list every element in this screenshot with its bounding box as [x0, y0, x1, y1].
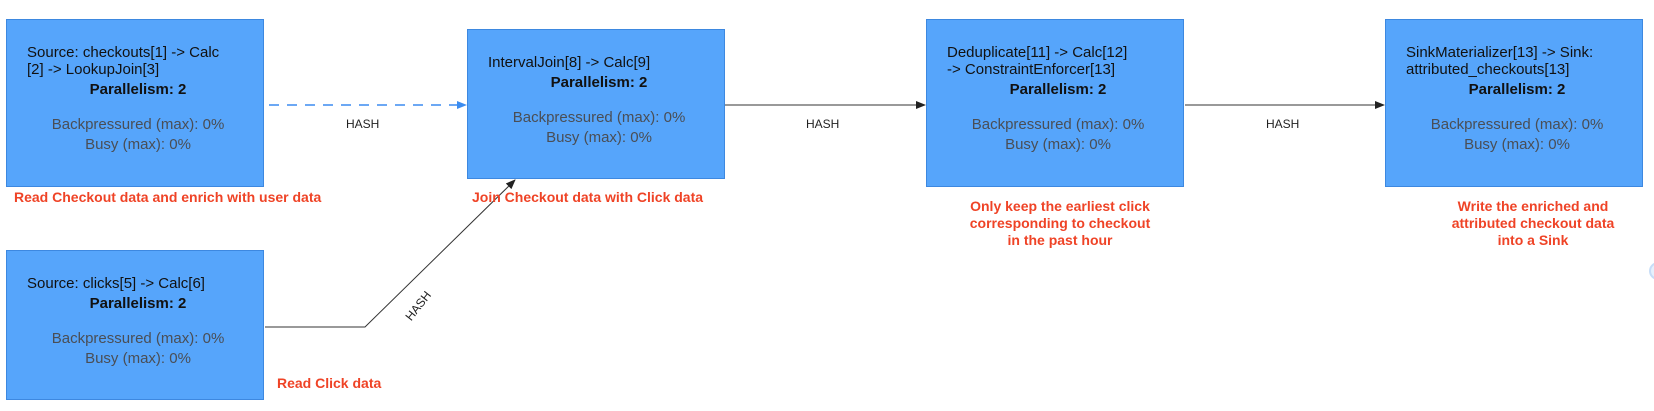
node-sink[interactable]: SinkMaterializer[13] -> Sink: attributed…: [1385, 19, 1643, 187]
node-busy: Busy (max): 0%: [1464, 136, 1570, 153]
node-parallelism: Parallelism: 2: [550, 74, 648, 91]
node-busy: Busy (max): 0%: [546, 129, 652, 146]
annotation-deduplicate: Only keep the earliest click correspondi…: [969, 198, 1151, 248]
node-parallelism: Parallelism: 2: [89, 81, 187, 98]
node-clicks-source[interactable]: Source: clicks[5] -> Calc[6] Parallelism…: [6, 250, 264, 400]
node-backpressured: Backpressured (max): 0%: [51, 116, 225, 133]
node-backpressured: Backpressured (max): 0%: [1430, 116, 1604, 133]
node-parallelism: Parallelism: 2: [1009, 81, 1107, 98]
edge-label-hash: HASH: [346, 117, 380, 131]
node-title: SinkMaterializer[13] -> Sink: attributed…: [1406, 44, 1594, 78]
edge-clicks-to-intervaljoin[interactable]: [265, 179, 516, 328]
node-title: Source: checkouts[1] -> Calc [2] -> Look…: [27, 44, 220, 78]
node-parallelism: Parallelism: 2: [89, 295, 187, 312]
annotation-click-source: Read Click data: [277, 375, 382, 391]
node-interval-join[interactable]: IntervalJoin[8] -> Calc[9] Parallelism: …: [467, 29, 725, 179]
node-title: Source: clicks[5] -> Calc[6]: [27, 275, 205, 292]
node-backpressured: Backpressured (max): 0%: [971, 116, 1145, 133]
node-backpressured: Backpressured (max): 0%: [51, 330, 225, 347]
node-busy: Busy (max): 0%: [85, 136, 191, 153]
node-busy: Busy (max): 0%: [1005, 136, 1111, 153]
node-title: IntervalJoin[8] -> Calc[9]: [488, 54, 651, 71]
annotation-checkout-source: Read Checkout data and enrich with user …: [14, 189, 322, 205]
node-deduplicate[interactable]: Deduplicate[11] -> Calc[12] -> Constrain…: [926, 19, 1184, 187]
node-backpressured: Backpressured (max): 0%: [512, 109, 686, 126]
edge-label-hash: HASH: [1266, 117, 1300, 131]
node-parallelism: Parallelism: 2: [1468, 81, 1566, 98]
node-checkouts-source[interactable]: Source: checkouts[1] -> Calc [2] -> Look…: [6, 19, 264, 187]
annotation-sink: Write the enriched and attributed checko…: [1451, 198, 1615, 248]
node-title: Deduplicate[11] -> Calc[12] -> Constrain…: [947, 44, 1128, 78]
edge-label-hash: HASH: [806, 117, 840, 131]
annotation-interval-join: Join Checkout data with Click data: [472, 189, 704, 205]
node-busy: Busy (max): 0%: [85, 350, 191, 367]
